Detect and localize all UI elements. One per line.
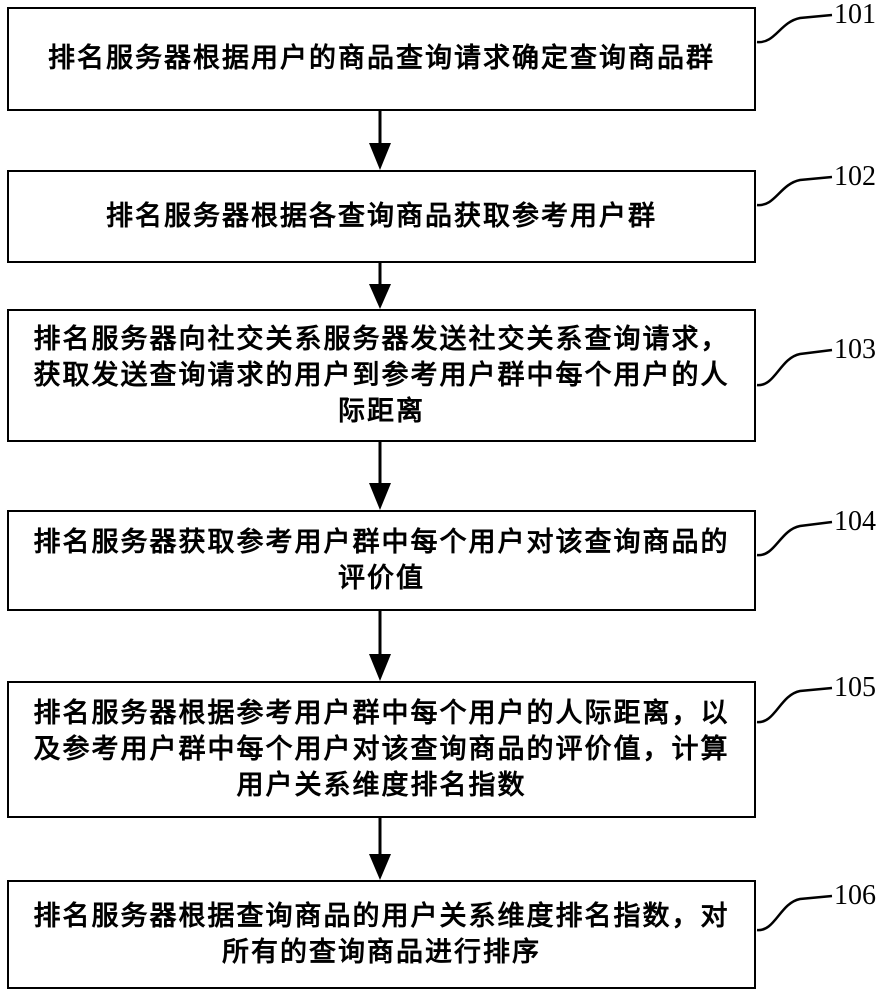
leader-103 <box>757 350 832 385</box>
arrow-104-105 <box>369 610 391 681</box>
step-label-103: 103 <box>834 335 876 365</box>
leader-105 <box>757 688 832 722</box>
arrow-105-106 <box>369 817 391 880</box>
step-text-105: 排名服务器根据参考用户群中每个用户的人际距离，以及参考用户群中每个用户对该查询商… <box>9 696 754 804</box>
step-label-101: 101 <box>834 0 876 30</box>
leader-101 <box>757 15 832 42</box>
step-box-103: 排名服务器向社交关系服务器发送社交关系查询请求，获取发送查询请求的用户到参考用户… <box>7 309 756 442</box>
step-text-103: 排名服务器向社交关系服务器发送社交关系查询请求，获取发送查询请求的用户到参考用户… <box>9 322 754 430</box>
step-box-106: 排名服务器根据查询商品的用户关系维度排名指数，对所有的查询商品进行排序 <box>7 880 756 989</box>
leader-106 <box>757 896 832 930</box>
step-label-102: 102 <box>834 162 876 192</box>
leader-102 <box>757 177 832 205</box>
arrow-102-103 <box>369 262 391 309</box>
arrow-103-104 <box>369 441 391 510</box>
step-text-102: 排名服务器根据各查询商品获取参考用户群 <box>92 199 671 235</box>
step-label-104: 104 <box>834 507 876 537</box>
step-label-105: 105 <box>834 673 876 703</box>
step-text-104: 排名服务器获取参考用户群中每个用户对该查询商品的评价值 <box>9 525 754 597</box>
arrow-101-102 <box>369 110 391 170</box>
step-text-106: 排名服务器根据查询商品的用户关系维度排名指数，对所有的查询商品进行排序 <box>9 899 754 971</box>
step-box-105: 排名服务器根据参考用户群中每个用户的人际距离，以及参考用户群中每个用户对该查询商… <box>7 681 756 818</box>
step-box-102: 排名服务器根据各查询商品获取参考用户群 <box>7 170 756 263</box>
leader-104 <box>757 522 832 555</box>
step-label-106: 106 <box>834 881 876 911</box>
step-box-101: 排名服务器根据用户的商品查询请求确定查询商品群 <box>7 7 756 111</box>
step-box-104: 排名服务器获取参考用户群中每个用户对该查询商品的评价值 <box>7 510 756 611</box>
step-text-101: 排名服务器根据用户的商品查询请求确定查询商品群 <box>34 41 729 77</box>
